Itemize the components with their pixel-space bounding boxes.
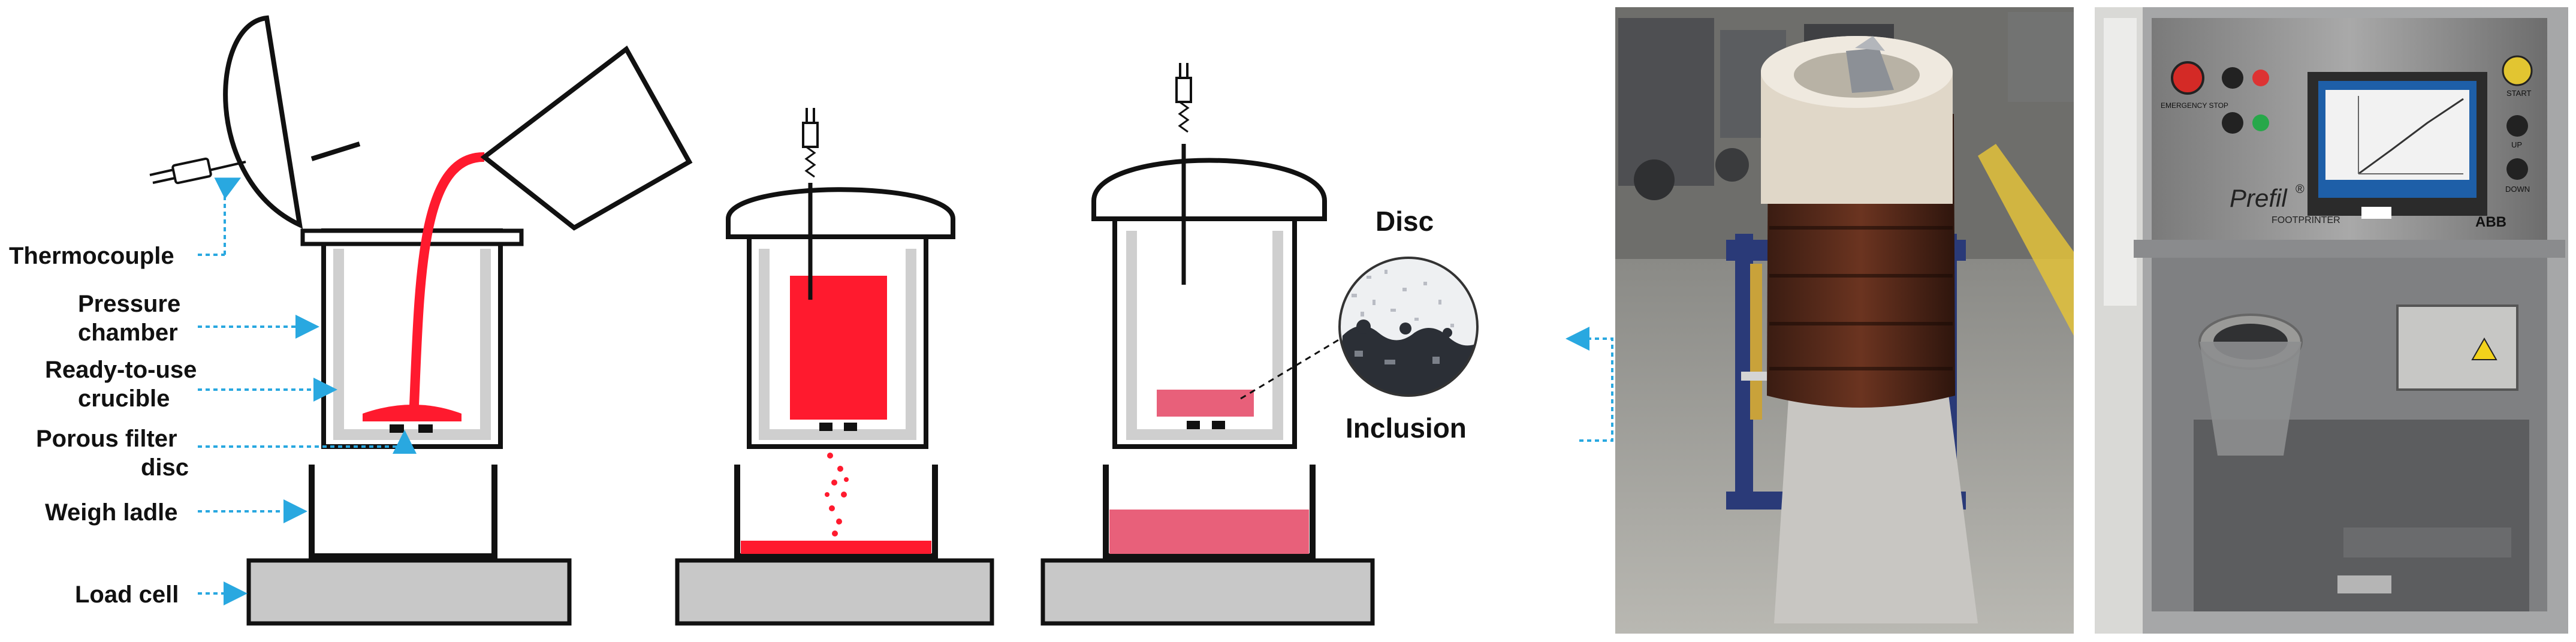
up-label: UP xyxy=(2511,140,2522,149)
labels: Thermocouple Pressure chamber Ready-to-u… xyxy=(9,206,1467,608)
load-cell-2 xyxy=(675,558,994,626)
photo-test-rig xyxy=(1615,7,2074,634)
label-crucible-line1: Ready-to-use xyxy=(45,357,197,383)
stage-complete xyxy=(1040,63,1375,626)
label-filter-line1: Porous filter xyxy=(36,426,177,452)
emergency-stop-label: EMERGENCY STOP xyxy=(2161,101,2228,110)
pour-stream xyxy=(409,152,485,420)
label-pressure-chamber-line2: chamber xyxy=(78,320,178,346)
stage-pouring xyxy=(149,15,693,626)
machine-brand: Prefil xyxy=(2230,184,2288,212)
leader-lines xyxy=(198,177,1613,605)
photo-prefil-machine: EMERGENCY STOP START UP DOWN Prefil ® FO… xyxy=(2095,7,2568,634)
load-cell-1 xyxy=(246,558,572,626)
filtrate xyxy=(1109,510,1309,554)
label-filter-line2: disc xyxy=(141,454,189,481)
pouring-ladle xyxy=(480,46,693,231)
down-button[interactable] xyxy=(2506,158,2528,180)
up-button[interactable] xyxy=(2506,115,2528,137)
label-disc: Disc xyxy=(1376,206,1434,237)
down-label: DOWN xyxy=(2505,185,2530,194)
label-inclusion: Inclusion xyxy=(1346,412,1467,444)
label-load-cell: Load cell xyxy=(75,581,179,608)
open-lid xyxy=(223,15,303,229)
label-thermocouple: Thermocouple xyxy=(9,243,174,269)
residual-metal xyxy=(1157,390,1254,417)
machine-registered: ® xyxy=(2296,183,2304,196)
stage-filtration xyxy=(675,108,994,626)
manufacturer-logo: ABB xyxy=(2475,214,2506,230)
weigh-ladle-2 xyxy=(734,465,938,559)
label-crucible-line2: crucible xyxy=(78,385,170,412)
porous-filter-disc-1 xyxy=(390,424,404,433)
label-weigh-ladle: Weigh ladle xyxy=(45,499,178,526)
start-label: START xyxy=(2506,89,2531,98)
weigh-ladle-3 xyxy=(1103,465,1316,559)
start-button[interactable] xyxy=(2502,55,2533,86)
machine-model: FOOTPRINTER xyxy=(2272,215,2340,225)
weigh-ladle-1 xyxy=(309,465,497,559)
molten-metal-charge xyxy=(790,276,887,420)
label-pressure-chamber-line1: Pressure xyxy=(78,291,180,317)
disc-magnifier xyxy=(1338,257,1479,397)
emergency-stop-button[interactable] xyxy=(2171,61,2204,95)
load-cell-3 xyxy=(1040,558,1375,626)
